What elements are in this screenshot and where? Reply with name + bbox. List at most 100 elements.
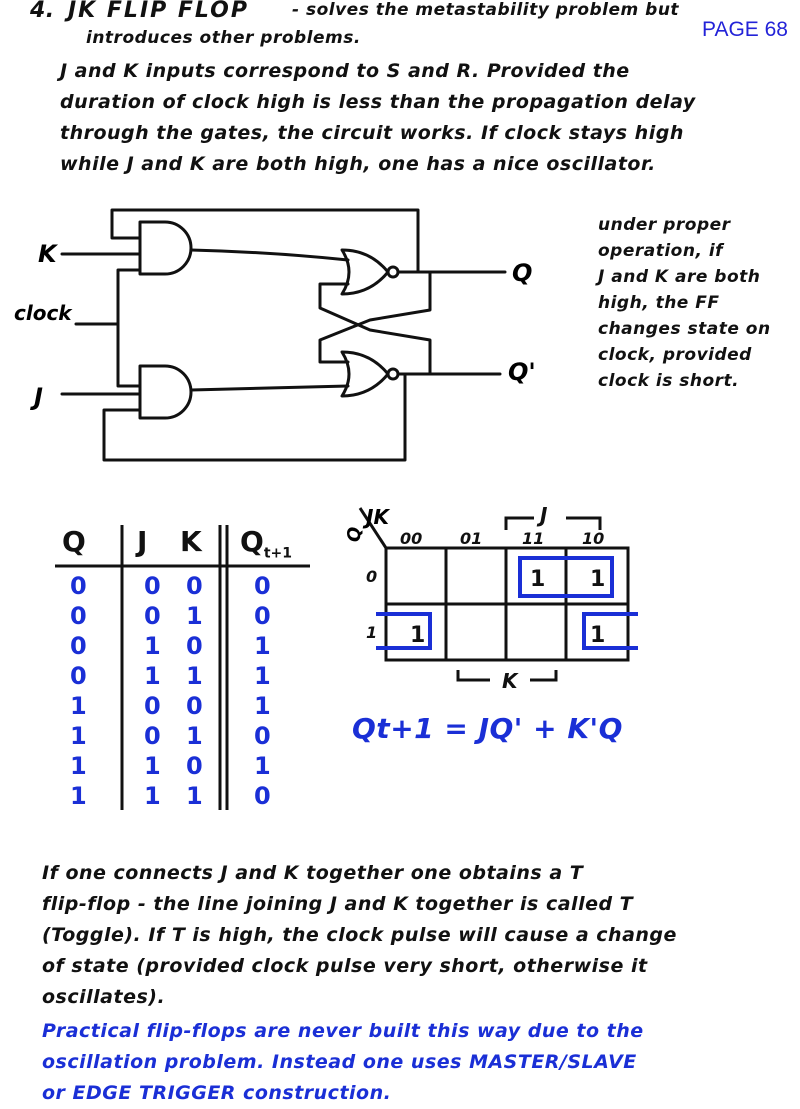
cross-couple-2 <box>318 282 432 376</box>
kmap-col-label: 01 <box>460 529 482 548</box>
kmap-row-label: 1 <box>366 623 377 642</box>
cross-couple-1 <box>318 270 432 364</box>
tt-cell: 0 <box>186 632 203 660</box>
tt-cell: 1 <box>144 662 161 690</box>
outro-line: flip-flop - the line joining J and K tog… <box>42 893 634 915</box>
kmap-j-label: J <box>536 503 548 527</box>
tt-cell: 0 <box>254 782 271 810</box>
truth-table-lines <box>55 525 310 810</box>
tt-cell: 0 <box>254 722 271 750</box>
blue-note-line: oscillation problem. Instead one uses MA… <box>42 1051 637 1073</box>
section-number: 4. <box>30 0 55 23</box>
tt-cell: 1 <box>254 632 271 660</box>
tt-cell: 0 <box>186 572 203 600</box>
upper-and-out <box>189 248 350 262</box>
tt-header-sub: t+1 <box>263 545 292 562</box>
side-note-line: J and K are both <box>598 267 761 287</box>
outro-line: (Toggle). If T is high, the clock pulse … <box>42 924 677 946</box>
tt-cell: 1 <box>144 782 161 810</box>
tt-cell: 0 <box>186 692 203 720</box>
intro-line: duration of clock high is less than the … <box>60 91 696 113</box>
side-note-line: changes state on <box>598 319 771 339</box>
tt-cell: 1 <box>70 722 87 750</box>
side-note: under proper operation, if J and K are b… <box>598 212 771 394</box>
kmap-col-label: 00 <box>400 529 422 548</box>
kmap-k-label: K <box>502 669 519 693</box>
circuit-label-qprime: Q' <box>508 358 536 386</box>
tt-cell: 0 <box>144 602 161 630</box>
intro-line: J and K inputs correspond to S and R. Pr… <box>60 60 630 82</box>
intro-line: through the gates, the circuit works. If… <box>60 122 684 144</box>
outro-line: oscillates). <box>42 986 166 1008</box>
kmap-group-2b <box>582 612 638 650</box>
tt-cell: 1 <box>70 752 87 780</box>
tt-cell: 1 <box>186 662 203 690</box>
upper-and-gate <box>138 220 193 276</box>
outro-line: of state (provided clock pulse very shor… <box>42 955 648 977</box>
side-note-line: high, the FF <box>598 293 720 313</box>
tt-cell: 1 <box>254 662 271 690</box>
kmap-j-bracket <box>504 516 602 530</box>
kmap-group-1 <box>518 556 614 598</box>
circuit-label-k: K <box>38 240 59 268</box>
lower-nor-gate <box>340 350 390 398</box>
side-note-line: under proper <box>598 215 731 235</box>
tt-cell: 0 <box>186 752 203 780</box>
tt-cell: 0 <box>144 692 161 720</box>
side-note-line: clock, provided <box>598 345 752 365</box>
toggle-paragraph: If one connects J and K together one obt… <box>42 858 677 1013</box>
tt-cell: 0 <box>70 572 87 600</box>
kmap-cell: 1 <box>590 567 605 592</box>
tt-cell: 1 <box>254 692 271 720</box>
kmap-col-label: 10 <box>582 529 604 548</box>
q-feedback-wire <box>110 208 420 274</box>
circuit-label-q: Q <box>512 259 532 287</box>
tt-cell: 0 <box>144 722 161 750</box>
tt-cell: 1 <box>254 752 271 780</box>
tt-cell: 0 <box>70 632 87 660</box>
side-note-line: clock is short. <box>598 371 740 391</box>
tt-cell: 0 <box>254 602 271 630</box>
tt-header-q: Q <box>62 525 86 558</box>
jk-flip-flop-circuit: K clock J Q Q' <box>14 208 536 462</box>
tt-header-j: J <box>137 525 148 558</box>
tt-cell: 1 <box>70 692 87 720</box>
tt-cell: 0 <box>70 662 87 690</box>
blue-note-line: Practical flip-flops are never built thi… <box>42 1020 644 1042</box>
tt-cell: 0 <box>144 572 161 600</box>
tt-cell: 1 <box>70 782 87 810</box>
circuit-label-clock: clock <box>14 301 73 325</box>
tt-header-qt1: Qt+1 <box>240 525 292 562</box>
tt-cell: 0 <box>254 572 271 600</box>
kmap-cell: 1 <box>410 623 425 648</box>
kmap-cell: 1 <box>530 567 545 592</box>
kmap-k-bracket <box>456 670 558 682</box>
tt-cell: 1 <box>186 722 203 750</box>
upper-nor-gate <box>340 248 390 296</box>
qprime-feedback-wire <box>102 372 407 462</box>
page-number: PAGE 68 <box>702 18 788 41</box>
kmap-cell: 1 <box>590 623 605 648</box>
section-subtitle-2: introduces other problems. <box>86 28 361 48</box>
tt-cell: 1 <box>144 632 161 660</box>
tt-cell: 1 <box>186 602 203 630</box>
intro-paragraph: J and K inputs correspond to S and R. Pr… <box>60 56 696 180</box>
kmap-col-label: 11 <box>522 529 544 548</box>
kmap-row-label: 0 <box>366 567 377 586</box>
lower-and-out <box>189 384 350 392</box>
clock-wire <box>74 268 142 388</box>
tt-header-k: K <box>180 525 202 558</box>
tt-cell: 0 <box>70 602 87 630</box>
section-subtitle-1: - solves the metastability problem but <box>292 0 680 20</box>
kmap-equation: Qt+1 = JQ' + K'Q <box>352 712 623 745</box>
kmap-corner-diagonal <box>358 507 388 549</box>
kmap-corner-q: Q <box>344 527 365 542</box>
outro-line: If one connects J and K together one obt… <box>42 862 584 884</box>
tt-cell: 1 <box>144 752 161 780</box>
section-title: JK FLIP FLOP <box>68 0 249 23</box>
blue-note-line: or EDGE TRIGGER construction. <box>42 1082 392 1104</box>
kmap-corner-jk: JK <box>362 505 390 529</box>
intro-line: while J and K are both high, one has a n… <box>60 153 656 175</box>
